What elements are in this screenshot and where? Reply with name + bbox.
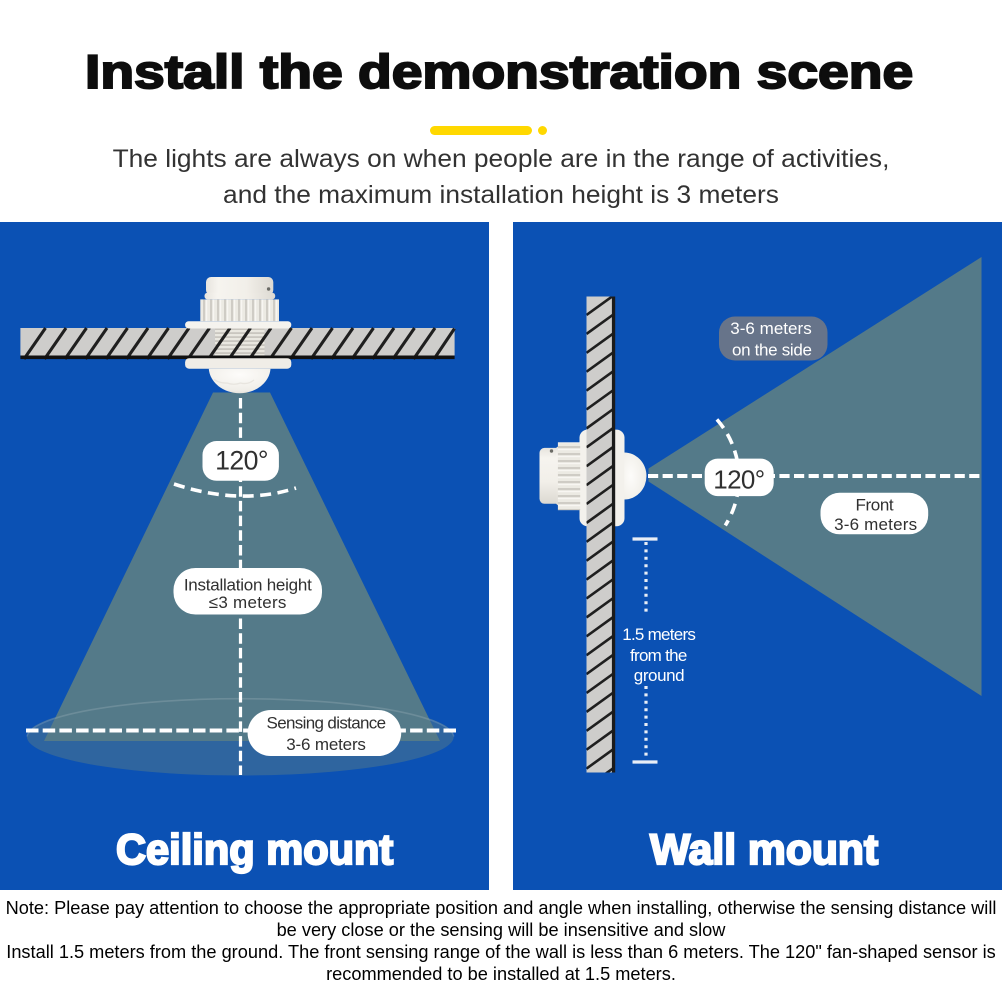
svg-text:Front: Front xyxy=(856,495,894,514)
svg-text:120°: 120° xyxy=(215,445,268,475)
svg-text:3-6 meters: 3-6 meters xyxy=(286,735,366,754)
svg-text:3-6 meters: 3-6 meters xyxy=(834,515,917,534)
svg-text:120°: 120° xyxy=(713,464,764,494)
svg-text:1.5 meters: 1.5 meters xyxy=(622,625,695,644)
svg-text:Installation height: Installation height xyxy=(184,575,312,594)
svg-text:from the: from the xyxy=(630,646,687,665)
svg-text:≤3 meters: ≤3 meters xyxy=(209,593,287,612)
svg-text:3-6 meters: 3-6 meters xyxy=(730,319,812,338)
svg-text:ground: ground xyxy=(634,666,684,685)
svg-text:on the side: on the side xyxy=(732,341,812,360)
svg-text:Sensing distance: Sensing distance xyxy=(267,714,386,733)
